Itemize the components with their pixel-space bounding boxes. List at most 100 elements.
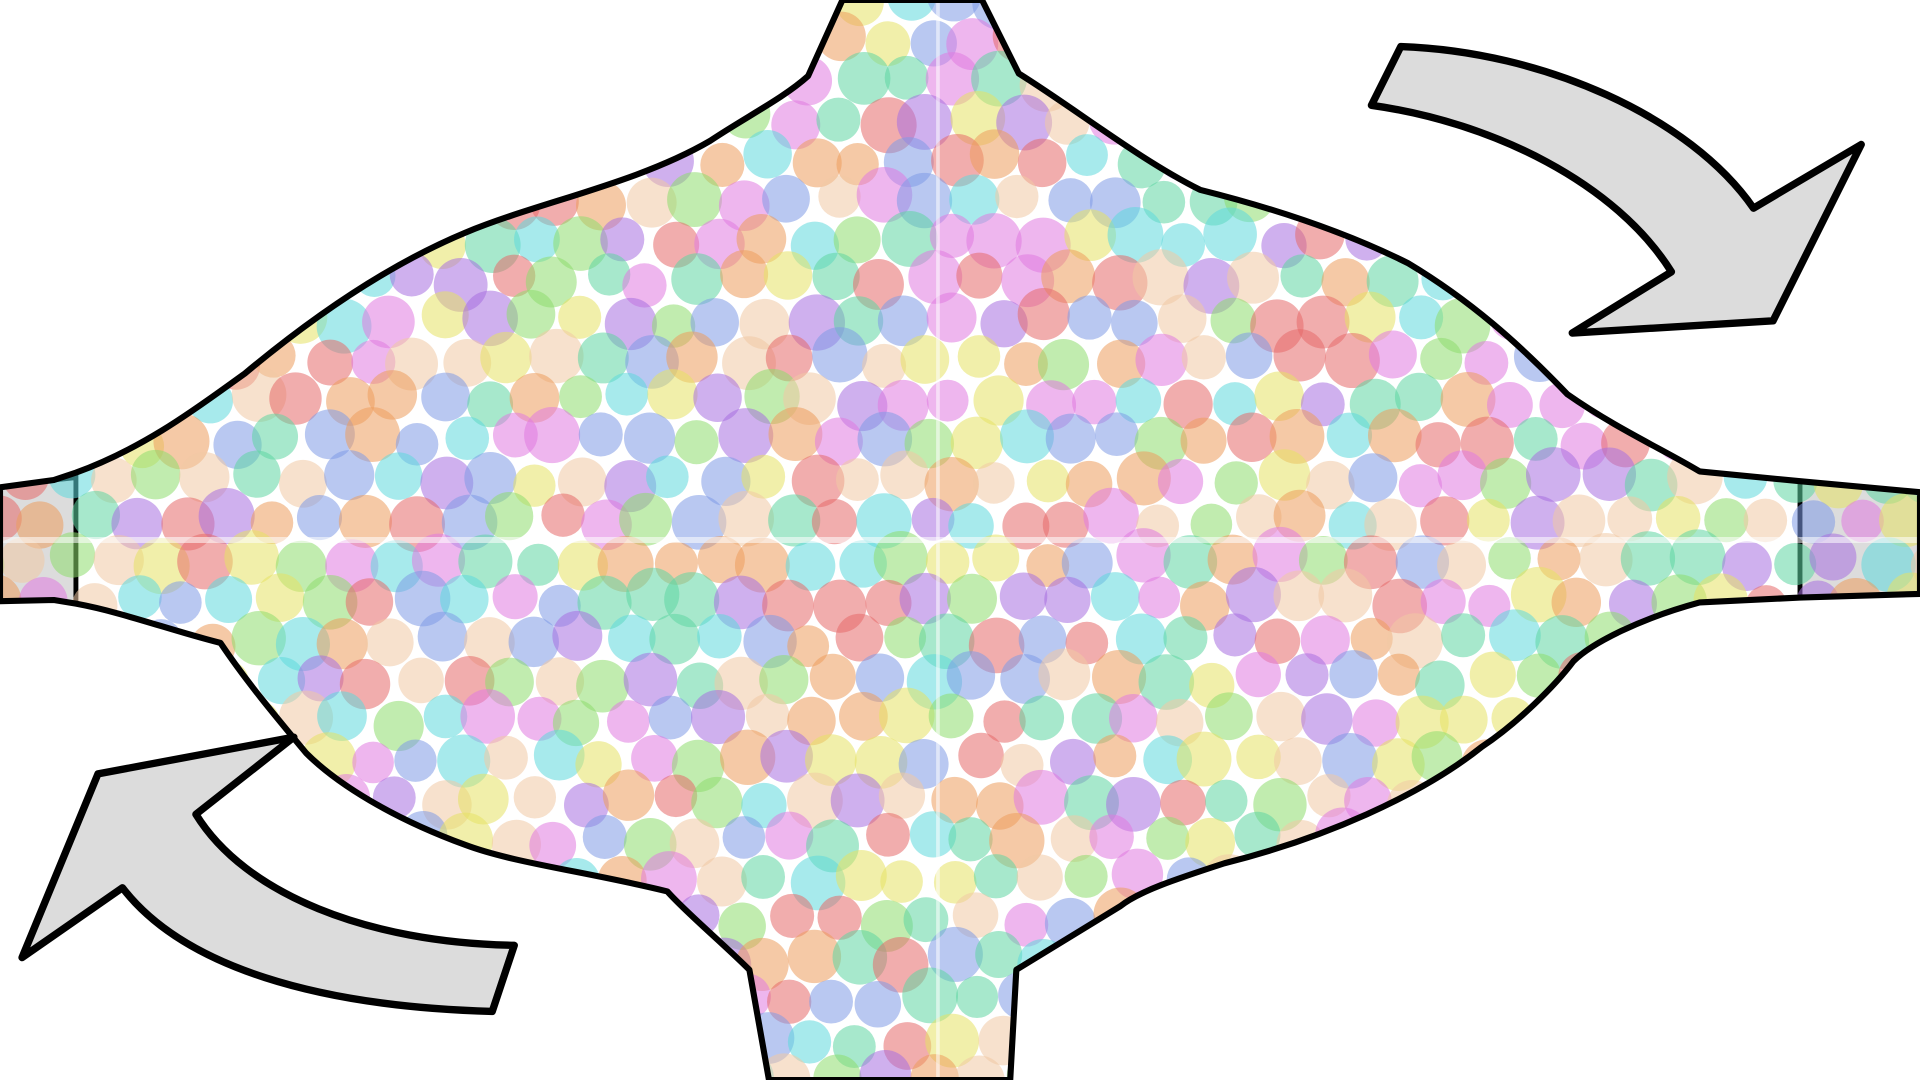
- particle: [1556, 1052, 1602, 1080]
- particle: [557, 457, 607, 507]
- particle: [973, 375, 1024, 426]
- particle: [1066, 134, 1108, 176]
- particle: [1811, 56, 1854, 100]
- particle: [423, 694, 468, 739]
- particle: [278, 690, 334, 745]
- particle: [1551, 577, 1602, 628]
- particle: [1182, 91, 1239, 148]
- particle: [418, 54, 463, 100]
- particle: [679, 1059, 722, 1080]
- particle: [1784, 96, 1838, 150]
- particle: [880, 450, 929, 500]
- particle: [165, 1051, 212, 1080]
- particle: [252, 413, 299, 460]
- particle: [1258, 449, 1311, 501]
- particle: [503, 0, 554, 28]
- particle: [1877, 1054, 1920, 1080]
- particle: [1859, 1018, 1906, 1065]
- particle: [302, 575, 358, 630]
- particle: [0, 292, 2, 348]
- particle: [73, 343, 117, 387]
- particle: [1505, 815, 1557, 867]
- particle: [1044, 576, 1091, 624]
- particle: [1088, 972, 1136, 1021]
- particle: [373, 700, 424, 752]
- particle: [415, 854, 459, 898]
- particle: [1907, 0, 1920, 28]
- particle: [1059, 53, 1116, 110]
- particle: [1013, 769, 1069, 825]
- particle: [1489, 609, 1541, 662]
- particle: [623, 652, 678, 707]
- particle: [630, 895, 675, 940]
- particle: [1440, 372, 1496, 427]
- particle: [928, 693, 974, 739]
- particle: [1142, 180, 1186, 224]
- particle: [159, 581, 202, 624]
- particle: [276, 138, 319, 181]
- particle: [697, 535, 745, 584]
- particle: [1301, 54, 1347, 99]
- particle: [1377, 653, 1421, 696]
- particle: [1176, 731, 1232, 787]
- particle: [1017, 288, 1070, 341]
- particle: [1701, 100, 1751, 150]
- particle: [1809, 533, 1857, 581]
- particle: [95, 210, 144, 258]
- particle: [1767, 855, 1822, 911]
- particle: [1485, 1018, 1539, 1072]
- particle: [768, 494, 821, 547]
- particle: [866, 812, 910, 857]
- particle: [42, 1016, 97, 1072]
- particle: [1598, 811, 1653, 866]
- particle: [902, 967, 959, 1024]
- particle: [1480, 457, 1532, 509]
- particle: [1884, 414, 1920, 468]
- particle: [855, 653, 905, 702]
- particle: [1711, 769, 1769, 826]
- particle: [1083, 487, 1139, 544]
- particle: [818, 175, 861, 218]
- particle: [1739, 92, 1785, 138]
- particle: [1092, 20, 1135, 63]
- particle: [324, 450, 375, 501]
- particle: [1050, 815, 1098, 863]
- particle: [1487, 382, 1533, 428]
- particle: [467, 381, 514, 428]
- particle: [345, 407, 401, 462]
- particle: [1111, 299, 1158, 347]
- particle: [1627, 1016, 1680, 1069]
- particle: [1530, 1013, 1583, 1066]
- counterclockwise-arrow: [18, 733, 518, 1016]
- particle: [1301, 931, 1349, 979]
- particle: [1889, 335, 1920, 382]
- particle: [599, 1012, 649, 1062]
- particle: [345, 578, 394, 626]
- particle: [198, 487, 255, 545]
- particle: [1019, 695, 1065, 741]
- particle: [0, 731, 30, 783]
- particle: [958, 732, 1004, 779]
- particle: [649, 613, 701, 665]
- particle: [1785, 15, 1839, 69]
- particle: [812, 327, 868, 383]
- particle: [1044, 17, 1090, 63]
- particle: [782, 56, 833, 106]
- particle: [1420, 578, 1466, 624]
- particle: [1350, 617, 1393, 660]
- particle: [972, 462, 1015, 504]
- particle: [527, 91, 580, 144]
- particle: [49, 532, 96, 578]
- particle: [1814, 696, 1860, 743]
- particle: [1115, 613, 1167, 665]
- particle: [44, 299, 92, 347]
- particle: [1395, 0, 1441, 25]
- particle: [1862, 53, 1914, 105]
- particle: [1227, 412, 1277, 462]
- particle: [1703, 416, 1747, 460]
- particle: [1398, 464, 1443, 508]
- particle: [581, 1055, 632, 1080]
- particle: [1552, 494, 1606, 548]
- particle: [1273, 17, 1321, 65]
- particle: [5, 701, 50, 746]
